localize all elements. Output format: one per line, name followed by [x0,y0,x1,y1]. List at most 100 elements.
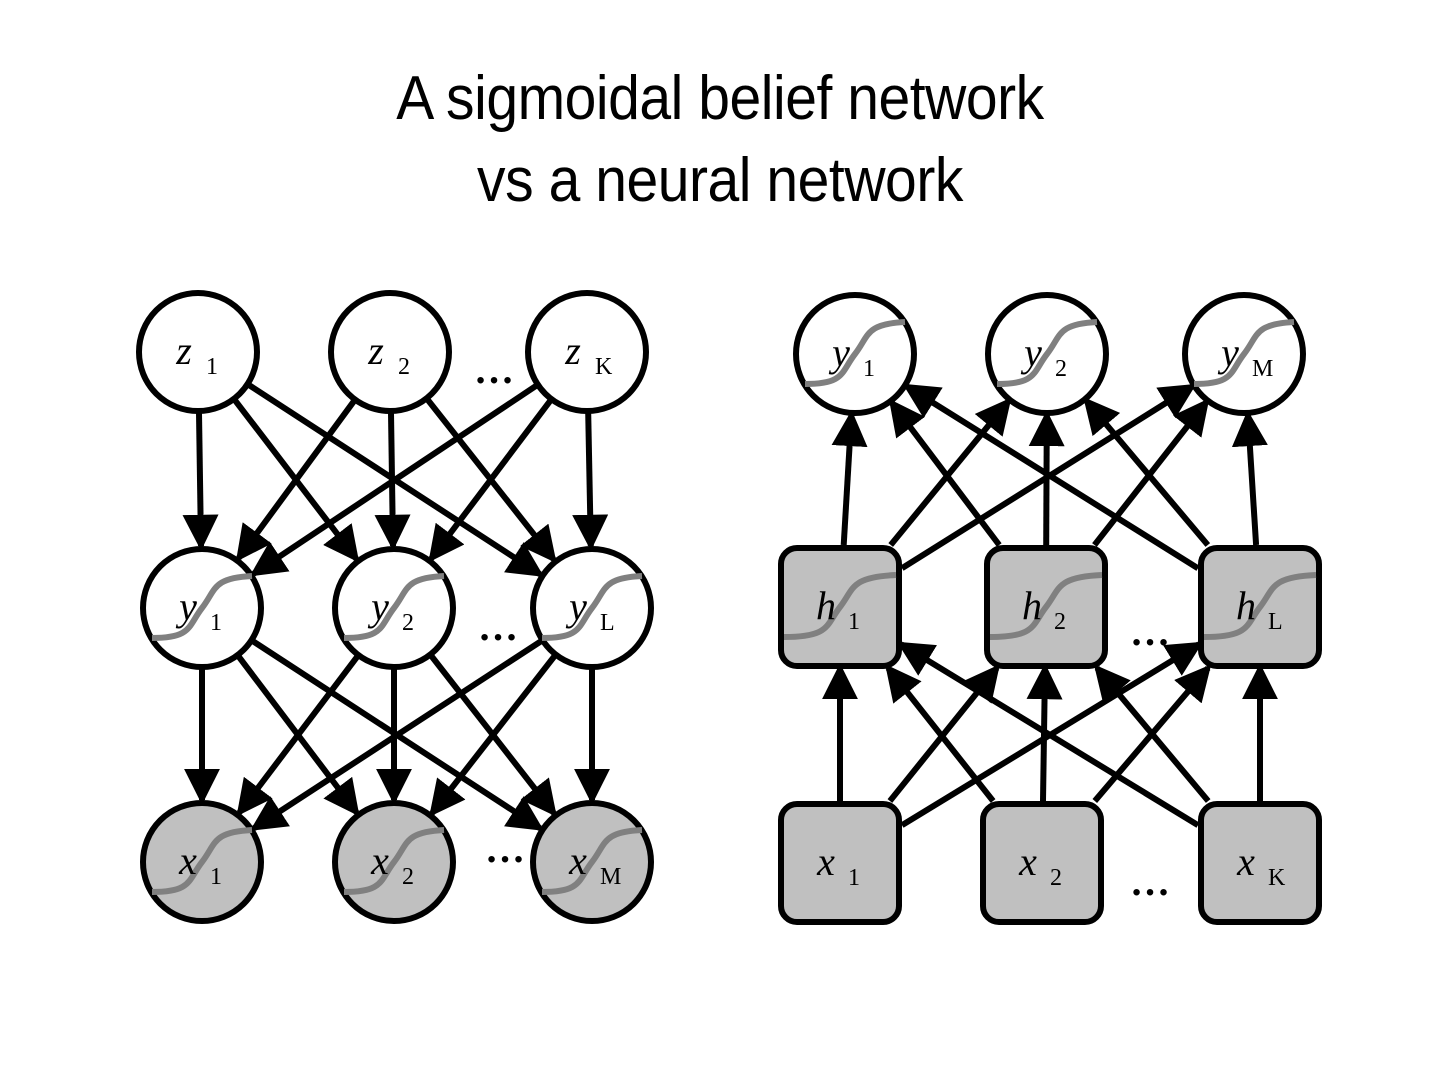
node-variable: y [1020,330,1042,375]
nn-edge-h2-x1 [887,664,1000,803]
sbn-edge-z2-y1 [235,399,357,562]
nn-edge-y3-h2 [1092,398,1210,547]
title-line-1: A sigmoidal belief network [396,64,1044,133]
node-subscript: 2 [1054,609,1066,635]
node-variable: y [565,584,587,629]
node-subscript: L [600,610,615,636]
node-variable: x [1236,839,1255,884]
node-subscript: 1 [863,356,875,382]
nn-edge-y2-h1 [888,397,1012,547]
sbn-ellipsis-x: … [485,826,525,871]
nn-ellipsis-h: … [1130,609,1170,654]
sigmoid-curve-icon [989,572,1103,640]
sigmoid-curve-icon [151,827,253,895]
sbn-edge-y2-x1 [236,654,360,817]
node-subscript: 1 [848,865,860,891]
node-subscript: 2 [402,610,414,636]
node-subscript: L [1268,609,1283,635]
node-subscript: 1 [210,864,222,890]
sbn-edge-z3-y3 [572,412,609,551]
node-variable: x [178,838,197,883]
nn-ellipsis-x: … [1130,859,1170,904]
sigmoid-curve-icon [541,827,643,895]
node-subscript: 2 [1050,865,1062,891]
node-variable: y [1217,330,1239,375]
node-variable: h [1236,583,1256,628]
node-variable: z [564,328,581,373]
sigmoid-curve-icon [151,573,253,641]
node-subscript: 1 [206,354,218,380]
node-variable: x [1018,839,1037,884]
node-circle [136,290,260,414]
node-box [1198,801,1322,925]
node-circle [525,290,649,414]
nn-edge-y1-h1 [831,410,868,546]
node-subscript: M [1252,356,1273,382]
node-variable: y [828,330,850,375]
node-variable: x [370,838,389,883]
nn-edge-y3-h3 [1231,410,1268,546]
nn-edge-h3-x1 [900,641,1204,828]
sbn-ellipsis-y: … [478,604,518,649]
node-subscript: K [1268,865,1286,891]
node-variable: h [1022,583,1042,628]
sbn-ellipsis-z: … [474,347,514,392]
sbn-edge-z1-y1 [182,412,219,551]
node-subscript: 2 [398,354,410,380]
sbn-edge-y3-x1 [249,638,543,831]
node-variable: y [367,584,389,629]
sigmoid-curve-icon [1193,319,1295,387]
sbn-edge-z3-y1 [249,383,538,577]
node-subscript: 1 [848,609,860,635]
sigmoid-curve-icon [343,827,445,895]
node-variable: z [367,328,384,373]
nn-edge-h3-x2 [1092,664,1212,803]
node-circle [328,290,452,414]
node-variable: x [568,838,587,883]
nn-edge-h2-x2 [1026,663,1063,802]
right-network-edges [822,383,1278,828]
title-line-2: vs a neural network [477,146,963,215]
node-subscript: K [595,354,613,380]
node-variable: y [175,584,197,629]
node-variable: h [816,583,836,628]
node-subscript: 1 [210,610,222,636]
nn-edge-y2-h3 [1083,397,1211,547]
node-variable: z [175,328,192,373]
sigmoid-curve-icon [343,573,445,641]
sigmoid-curve-icon [996,319,1098,387]
node-variable: x [816,839,835,884]
node-box [778,801,902,925]
nn-edge-y3-h1 [900,383,1197,571]
sigmoid-curve-icon [1203,572,1317,640]
slide-title: A sigmoidal belief network vs a neural n… [58,58,1383,222]
sbn-edge-z3-y2 [428,398,553,563]
sigmoid-curve-icon [541,573,643,641]
sigmoid-curve-icon [804,319,906,387]
sbn-edge-y3-x2 [429,654,557,817]
node-subscript: M [600,864,621,890]
node-subscript: 2 [402,864,414,890]
node-box [980,801,1104,925]
left-network-edges [182,382,610,831]
sigmoid-curve-icon [783,572,897,640]
